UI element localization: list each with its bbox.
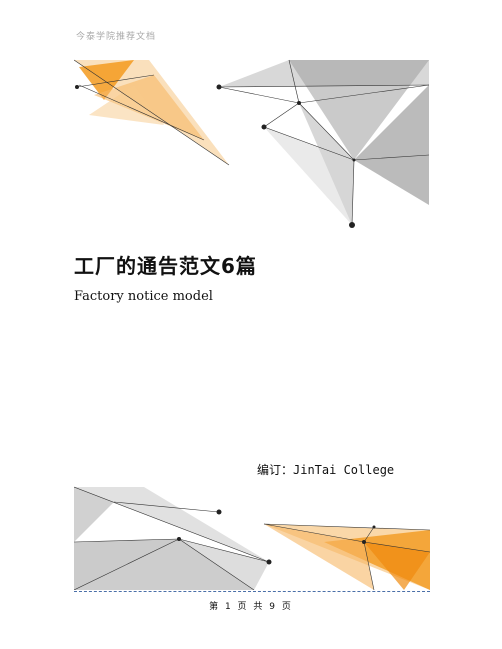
header-label: 今泰学院推荐文档: [76, 32, 157, 42]
footer-divider: [74, 591, 430, 592]
editor-credit: 编订：JinTai College: [257, 463, 395, 477]
page-number: 第 1 页 共 9 页: [209, 602, 293, 612]
document-subtitle: Factory notice model: [74, 289, 213, 304]
top-geometric-graphic: [74, 59, 430, 228]
document-title: 工厂的通告范文6篇: [74, 254, 257, 278]
bottom-geometric-graphic: [74, 486, 430, 590]
